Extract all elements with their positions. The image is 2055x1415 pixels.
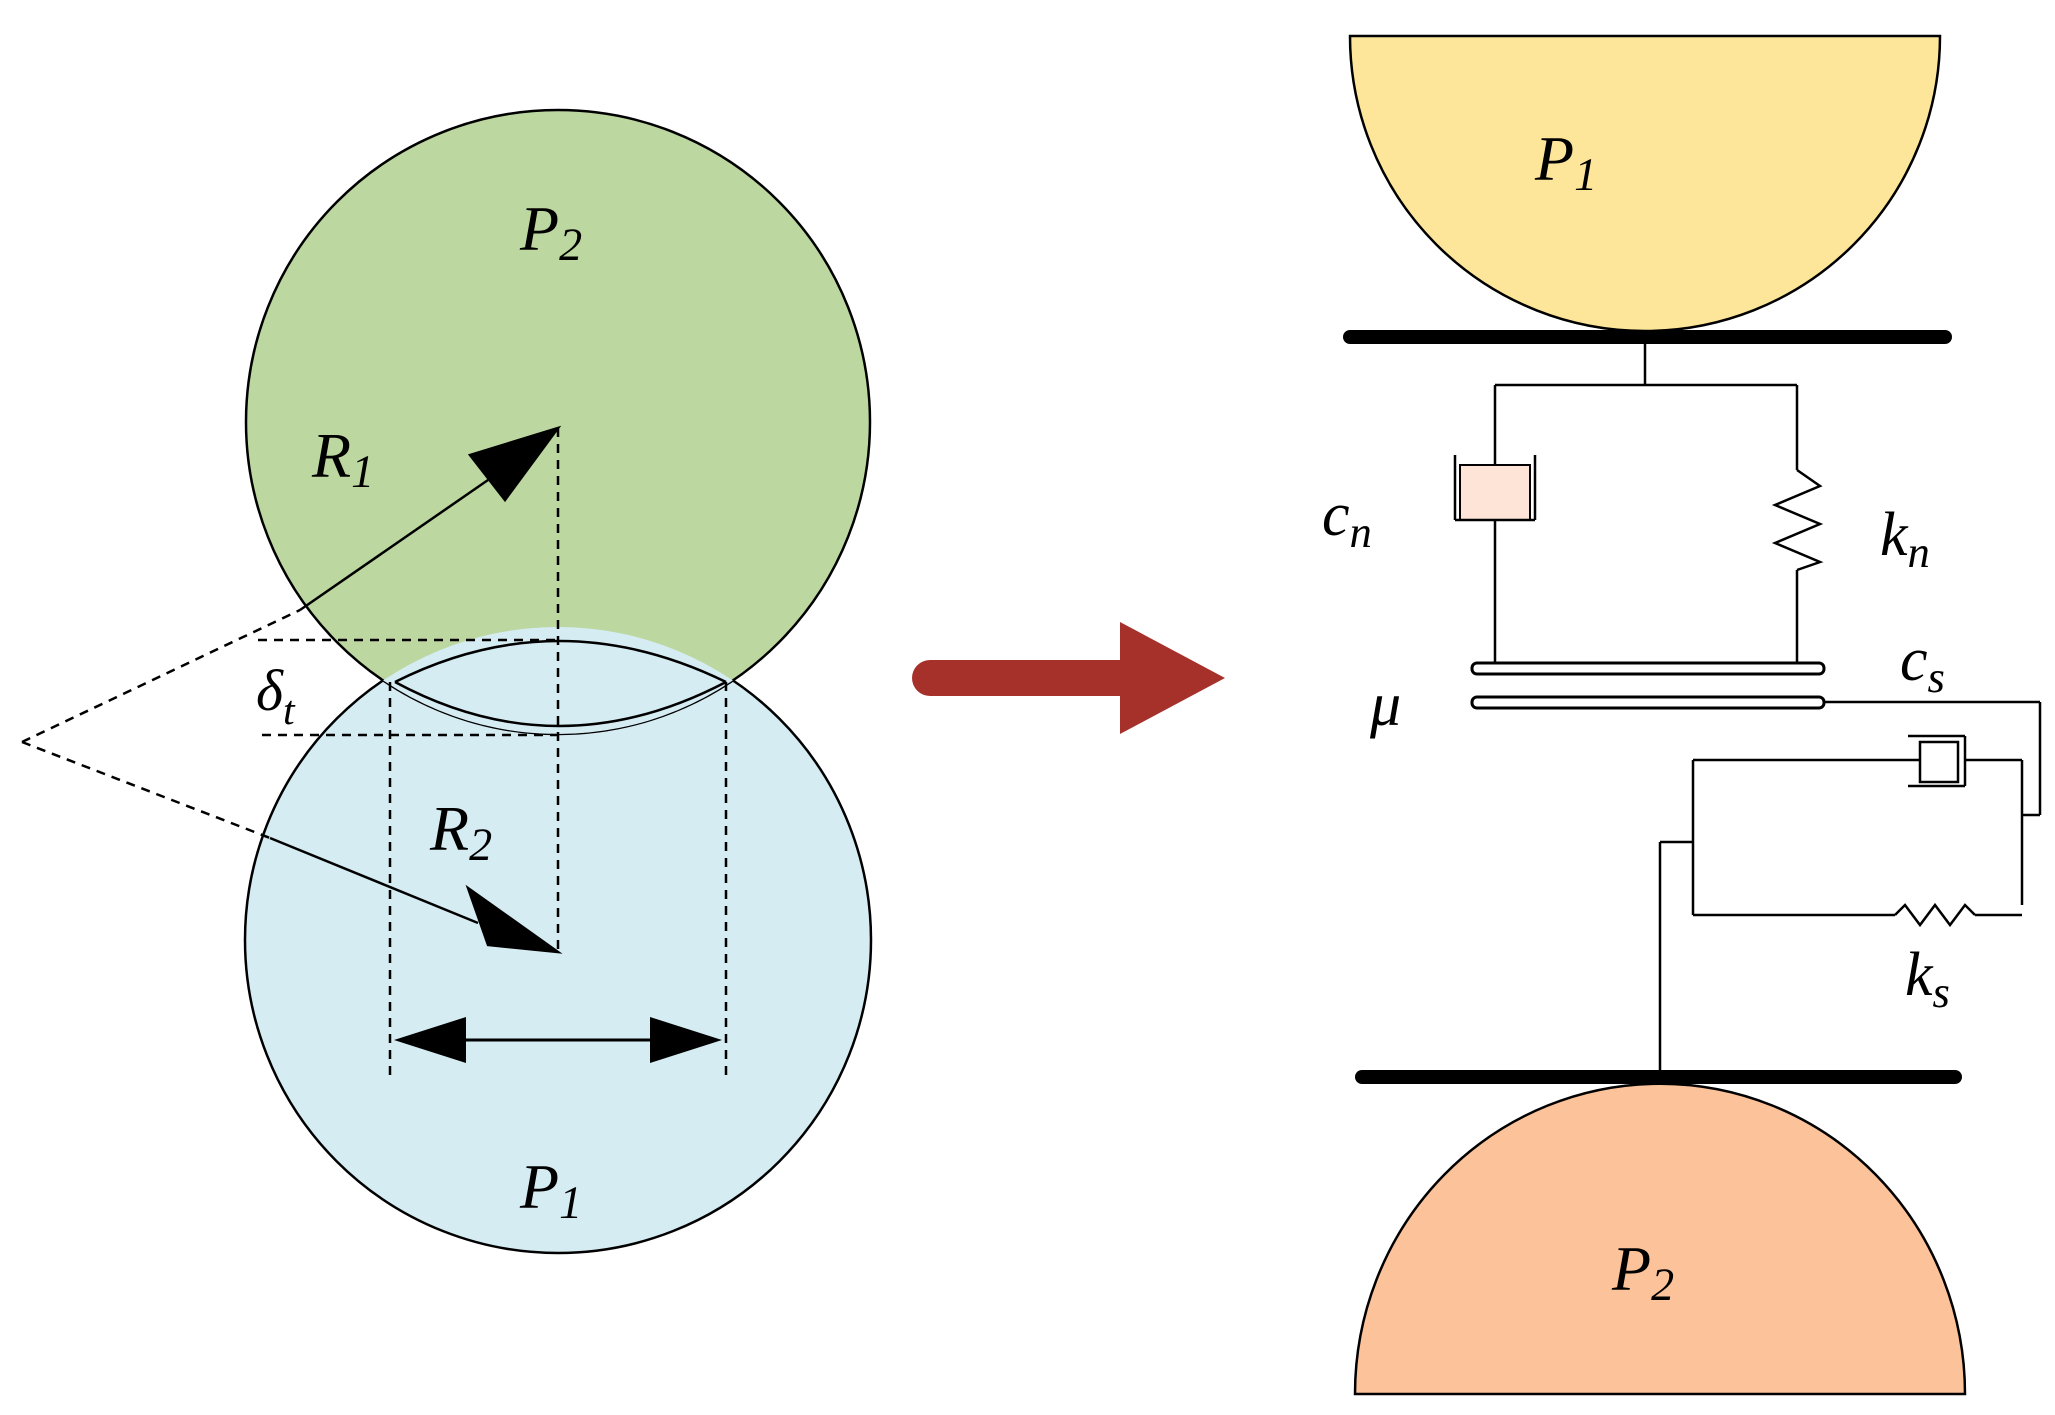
overlap-arc <box>394 680 727 728</box>
left-particle-overlap-diagram: P2 R1 δt R2 P1 <box>21 108 873 1255</box>
normal-spring-coil <box>1771 468 1824 572</box>
label-shear-spring: ks <box>1905 941 1950 1017</box>
normal-connection-frame <box>1493 337 1824 665</box>
right-particle-bottom-shape <box>1353 1082 1967 1396</box>
normal-damper <box>1453 455 1537 522</box>
label-radius-2: R2 <box>429 793 492 870</box>
shear-spring-coil <box>1894 902 1976 928</box>
label-right-particle-bottom: P2 <box>1611 1233 1674 1310</box>
label-overlap: δt <box>256 658 296 734</box>
label-normal-spring: kn <box>1880 501 1930 577</box>
transition-arrow-icon <box>912 622 1225 734</box>
label-friction: μ <box>1369 671 1401 739</box>
shear-damper <box>1908 734 1967 788</box>
label-radius-1: R1 <box>311 420 374 497</box>
right-particle-top-shape <box>1348 34 1942 333</box>
shear-connection-frame <box>1658 700 2042 1070</box>
label-shear-damper: cs <box>1900 626 1945 702</box>
friction-slider <box>1470 661 1826 710</box>
construction-lines <box>21 428 728 1080</box>
bottom-circle-top-arc <box>394 639 727 684</box>
radius-arrows <box>269 425 563 954</box>
contact-width-arrow <box>394 1017 722 1063</box>
right-spring-dashpot-model: P1 cn kn μ cs ks P2 <box>1322 34 2042 1396</box>
label-normal-damper: cn <box>1322 481 1372 557</box>
label-particle-top: P2 <box>519 193 582 270</box>
label-right-particle-top: P1 <box>1534 123 1597 200</box>
label-particle-bottom: P1 <box>519 1151 582 1228</box>
